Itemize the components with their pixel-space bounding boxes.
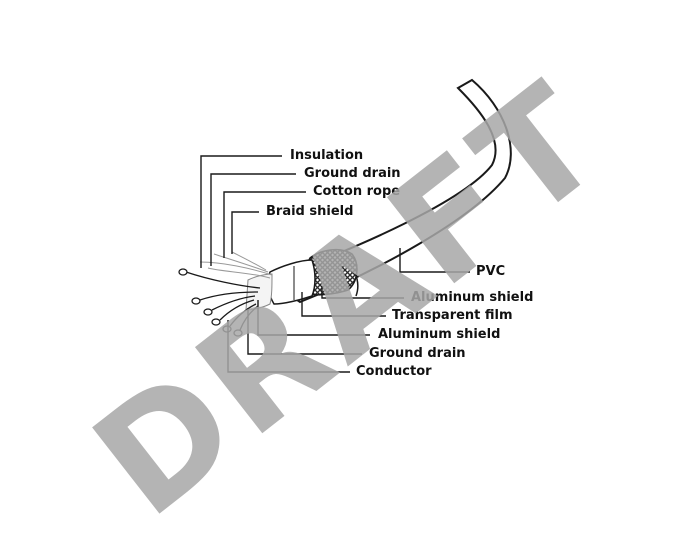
label-transparent-film: Transparent film [392,308,513,323]
label-aluminum-shield-outer: Aluminum shield [411,290,534,305]
label-conductor: Conductor [356,364,432,379]
cotton-rope-fibers [199,251,273,279]
cable-illustration [178,78,512,373]
label-ground-drain-top: Ground drain [304,166,401,181]
label-ground-drain-bottom: Ground drain [369,346,466,361]
label-insulation: Insulation [290,148,364,163]
label-braid-shield: Braid shield [266,204,354,219]
cable-diagram: Insulation Ground drain Cotton rope Brai… [64,50,637,550]
label-pvc: PVC [476,264,506,279]
leader-lines [200,155,470,373]
conductors [178,268,261,337]
aluminum-shield-body [267,259,316,305]
label-cotton-rope: Cotton rope [313,184,401,199]
label-aluminum-shield-inner: Aluminum shield [378,327,501,342]
